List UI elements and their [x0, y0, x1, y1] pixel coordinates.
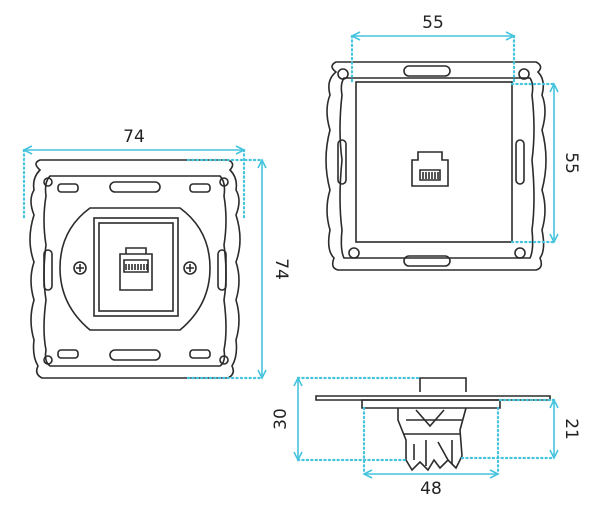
front-view-with-cover — [325, 61, 547, 271]
dimension-front-height: 74 — [186, 158, 291, 380]
dimension-side-depth-total: 30 — [271, 376, 422, 462]
dimension-label-side-depth-body: 21 — [561, 418, 581, 440]
front-view-mechanism — [29, 159, 241, 379]
rj45-jack-icon — [119, 247, 153, 291]
rj45-socket-icon — [411, 151, 449, 187]
side-view — [315, 377, 551, 472]
dimension-front-width: 74 — [22, 127, 246, 220]
dimension-label-side-body-width: 48 — [420, 479, 442, 499]
dimension-label-front-width: 74 — [123, 127, 145, 147]
dimension-side-body-width: 48 — [362, 406, 500, 499]
dimension-label-side-depth-total: 30 — [271, 408, 291, 430]
dimension-side-depth-body: 21 — [460, 398, 581, 460]
dimension-label-cover-height: 55 — [561, 152, 581, 174]
dimension-cover-width: 55 — [350, 13, 516, 84]
screw-right-icon — [183, 261, 197, 275]
cover-plate — [355, 81, 513, 243]
screw-left-icon — [73, 261, 87, 275]
dimension-label-front-height: 74 — [271, 258, 291, 280]
dimension-cover-height: 55 — [510, 82, 581, 244]
dimension-label-cover-width: 55 — [422, 13, 444, 33]
